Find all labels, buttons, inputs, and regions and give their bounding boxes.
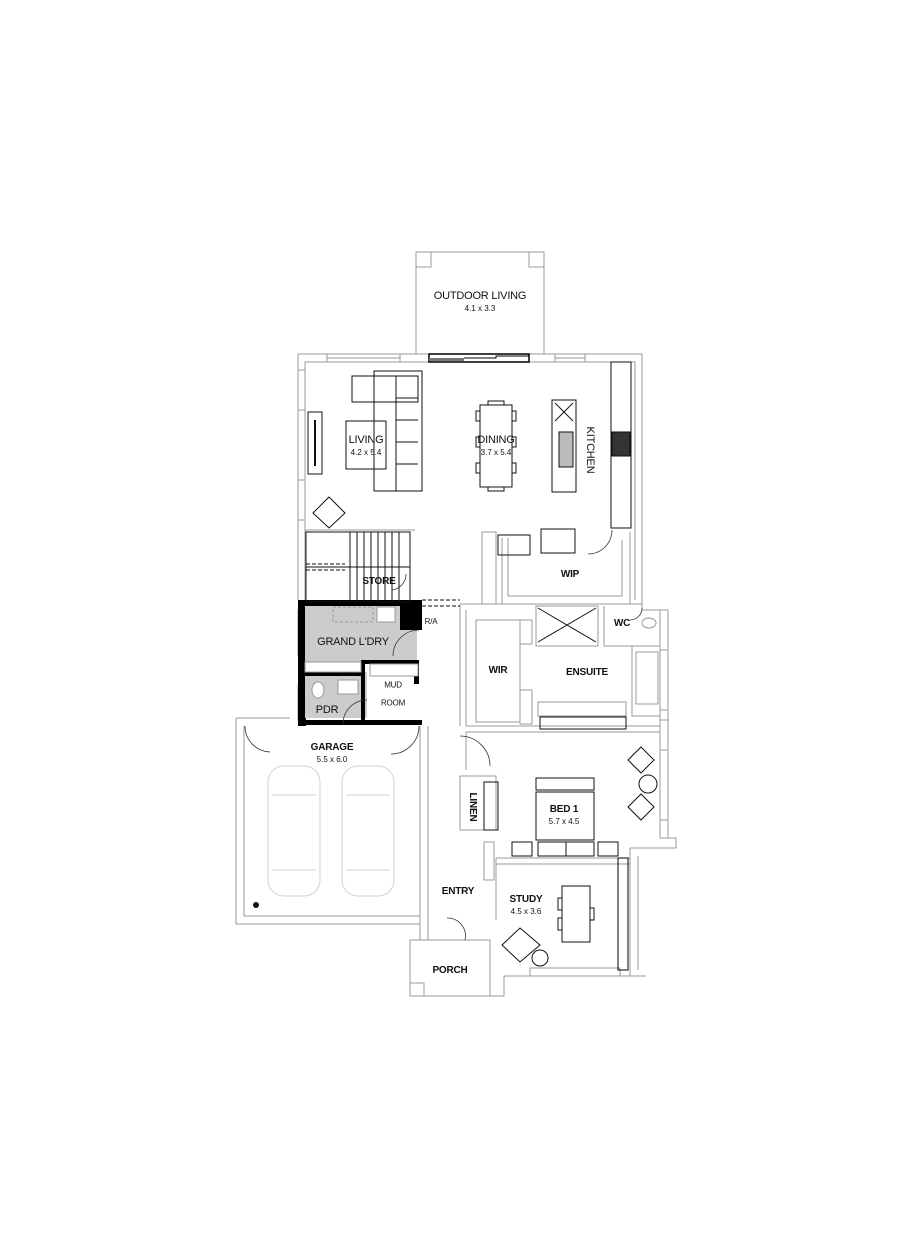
room-dimensions: 4.2 x 5.4 xyxy=(350,448,382,458)
room-label-ra: R/A xyxy=(425,611,438,629)
room-label-kitchen: KITCHEN xyxy=(582,427,600,474)
room-label-linen: LINEN xyxy=(465,792,483,821)
cars xyxy=(267,765,395,897)
study-furniture xyxy=(501,885,595,967)
room-name: STUDY xyxy=(509,894,543,906)
room-name: STORE xyxy=(362,575,396,587)
room-name: GARAGE xyxy=(310,742,354,754)
windows xyxy=(297,353,669,977)
staircase xyxy=(305,531,460,607)
room-name: ENTRY xyxy=(441,885,475,897)
room-name: MUD ROOM xyxy=(380,680,406,708)
hot-water-icon xyxy=(253,902,259,908)
room-name: LIVING xyxy=(348,434,384,447)
room-name: OUTDOOR LIVING xyxy=(433,290,527,303)
room-label-wir: WIR xyxy=(489,660,508,678)
room-name: GRAND L'DRY xyxy=(317,635,389,648)
kitchen-island xyxy=(551,399,577,493)
room-name: WIP xyxy=(560,568,580,580)
room-dimensions: 4.5 x 3.6 xyxy=(510,907,542,917)
room-name: PORCH xyxy=(432,964,468,976)
wet-area-fill xyxy=(305,604,417,718)
door-swings xyxy=(244,529,643,941)
room-name: LINEN xyxy=(467,792,479,822)
room-label-entry: ENTRY xyxy=(442,881,475,899)
room-name: BED 1 xyxy=(549,804,579,816)
dining-table xyxy=(475,400,517,492)
laundry-fixtures xyxy=(304,606,419,699)
room-dimensions: 5.5 x 6.0 xyxy=(316,755,348,765)
room-label-pdr: PDR xyxy=(316,700,339,718)
room-name: WC xyxy=(613,617,631,629)
room-name: KITCHEN xyxy=(584,426,597,474)
room-dimensions: 4.1 x 3.3 xyxy=(464,304,496,314)
bed-furniture xyxy=(483,746,658,857)
ensuite-fixtures xyxy=(537,607,659,730)
laundry-cabinets xyxy=(332,606,374,623)
room-label-mud_room: MUD ROOM xyxy=(381,675,405,712)
room-name: ENSUITE xyxy=(566,666,608,678)
interior-walls xyxy=(305,529,661,971)
room-label-wip: WIP xyxy=(560,564,580,582)
room-label-grand_ldry: GRAND L'DRY xyxy=(317,632,389,650)
room-label-porch: PORCH xyxy=(432,960,467,978)
room-dimensions: 5.7 x 4.5 xyxy=(548,817,580,827)
room-dimensions: 3.7 x 5.4 xyxy=(480,448,512,458)
sliding-door xyxy=(428,353,530,363)
kitchen-bench xyxy=(497,361,632,556)
room-name: PDR xyxy=(315,703,339,716)
room-label-ensuite: ENSUITE xyxy=(566,662,608,680)
room-name: WIR xyxy=(488,664,508,676)
room-label-wc: WC xyxy=(614,613,630,631)
living-furniture xyxy=(307,370,423,529)
room-name: DINING xyxy=(477,434,515,447)
room-label-store: STORE xyxy=(362,571,395,589)
room-name: R/A xyxy=(424,616,438,626)
